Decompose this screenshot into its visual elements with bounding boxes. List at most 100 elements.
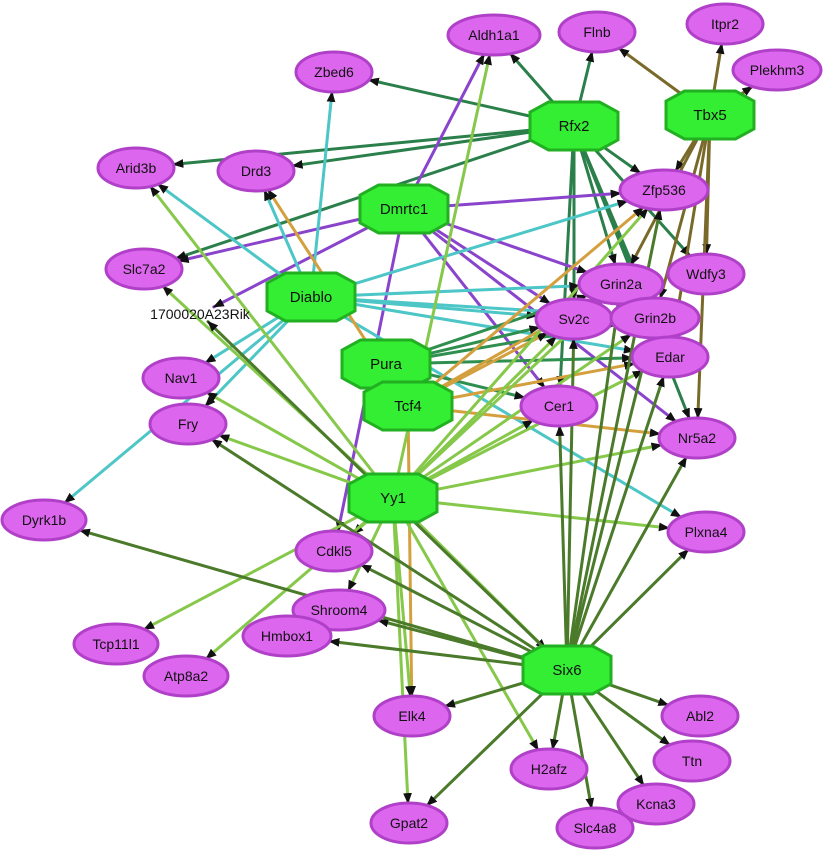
edge-six6-to-gpat2 — [425, 683, 554, 807]
edge-yy1-to-fry — [217, 433, 369, 491]
edge-yy1-to-sv2c — [406, 335, 558, 485]
edge-pura-to-sv2c — [412, 325, 541, 359]
target-node-fry[interactable]: Fry — [148, 402, 228, 446]
target-node-ttn[interactable]: Ttn — [652, 739, 732, 783]
target-node-label: Cdkl5 — [316, 543, 352, 559]
target-node-shape — [294, 529, 374, 573]
edge-dmrtc1-to-zfp536 — [433, 189, 623, 209]
edge-diablo-to-grin2a — [340, 281, 581, 298]
target-node-hmbox1[interactable]: Hmbox1 — [241, 614, 333, 658]
target-node-label: Ttn — [682, 753, 702, 769]
tf-node-label: Six6 — [552, 662, 581, 679]
target-node-shape — [657, 416, 737, 460]
target-node-arid3b[interactable]: Arid3b — [96, 146, 176, 190]
edge-tcf4-to-elk4 — [406, 421, 416, 698]
edge-rfx2-to-drd3 — [291, 128, 546, 169]
target-node-shape — [148, 402, 228, 446]
tf-node-shape — [521, 644, 613, 696]
tf-node-yy1[interactable]: Yy1 — [347, 472, 439, 524]
target-node-shape — [104, 247, 184, 291]
target-node-shape — [509, 747, 589, 791]
target-node-label: Cer1 — [544, 398, 575, 414]
edge-diablo-to-zbed6 — [311, 90, 336, 282]
tf-node-rfx2[interactable]: Rfx2 — [528, 100, 620, 152]
target-node-label: Hmbox1 — [261, 628, 313, 644]
target-node-label: Abl2 — [686, 708, 714, 724]
target-node-shape — [685, 2, 765, 46]
target-node-cer1[interactable]: Cer1 — [519, 384, 599, 428]
target-node-zfp536[interactable]: Zfp536 — [618, 168, 710, 212]
target-node-dyrk1b[interactable]: Dyrk1b — [0, 498, 88, 542]
tf-node-shape — [358, 183, 450, 235]
tf-node-label: Pura — [370, 356, 402, 373]
edge-yy1-to-cer1 — [413, 419, 535, 488]
target-node-label: Grin2b — [634, 310, 676, 326]
target-node-shape — [630, 335, 710, 379]
target-node-cdkl5[interactable]: Cdkl5 — [294, 529, 374, 573]
target-node-label: Tcp11l1 — [92, 636, 139, 652]
edge-rfx2-to-grin2a — [577, 141, 617, 266]
edge-tcf4-to-edar — [435, 361, 636, 403]
target-node-slc7a2[interactable]: Slc7a2 — [104, 247, 184, 291]
target-node-grin2a[interactable]: Grin2a — [577, 262, 665, 306]
target-node-label: Elk4 — [398, 708, 425, 724]
target-node-aldh1a1[interactable]: Aldh1a1 — [446, 13, 542, 57]
edge-six6-to-slc4a8 — [568, 685, 595, 810]
target-node-label: Flnb — [583, 24, 610, 40]
tf-node-dmrtc1[interactable]: Dmrtc1 — [358, 183, 450, 235]
target-node-kcna3[interactable]: Kcna3 — [616, 782, 696, 826]
target-node-grin2b[interactable]: Grin2b — [609, 296, 701, 340]
target-node-h2afz[interactable]: H2afz — [509, 747, 589, 791]
target-node-tcp11l1[interactable]: Tcp11l1 — [72, 622, 160, 666]
target-node-label: 1700020A23Rik — [150, 306, 251, 322]
target-node-gpat2[interactable]: Gpat2 — [369, 801, 449, 845]
target-node-atp8a2[interactable]: Atp8a2 — [142, 654, 230, 698]
tf-node-shape — [347, 472, 439, 524]
target-node-itpr2[interactable]: Itpr2 — [685, 2, 765, 46]
edge-diablo-to-nav1 — [204, 308, 293, 365]
edge-diablo-to-arid3b — [156, 182, 295, 285]
target-node-plekhm3[interactable]: Plekhm3 — [731, 48, 823, 92]
target-node-shape — [446, 13, 542, 57]
target-node-abl2[interactable]: Abl2 — [660, 694, 740, 738]
target-node-label: Shroom4 — [311, 602, 368, 618]
target-node-drd3[interactable]: Drd3 — [216, 149, 296, 193]
edge-six6-to-kcna3 — [576, 684, 645, 787]
target-node-shape — [241, 614, 333, 658]
target-node-shape — [372, 694, 452, 738]
tf-node-six6[interactable]: Six6 — [521, 644, 613, 696]
target-node-nr5a2[interactable]: Nr5a2 — [657, 416, 737, 460]
target-node-label: Kcna3 — [636, 796, 676, 812]
target-node-label: Zbed6 — [314, 64, 354, 80]
edge-dmrtc1-to-grin2a — [428, 216, 589, 274]
target-node-plxna4[interactable]: Plxna4 — [666, 510, 746, 554]
target-node-elk4[interactable]: Elk4 — [372, 694, 452, 738]
edge-dmrtc1-to-slc7a2 — [177, 214, 378, 264]
edge-yy1-to-nav1 — [205, 391, 374, 488]
target-node-nav1[interactable]: Nav1 — [141, 356, 221, 400]
target-node-label: Wdfy3 — [686, 266, 726, 282]
target-node-shape — [666, 510, 746, 554]
target-node-label: Atp8a2 — [164, 668, 209, 684]
target-node-label: Arid3b — [116, 160, 157, 176]
target-node-sv2c[interactable]: Sv2c — [534, 297, 614, 341]
edge-six6-to-h2afz — [550, 685, 566, 751]
edge-rfx2-to-flnb — [576, 50, 595, 111]
target-node-1700020a23rik[interactable]: 1700020A23Rik — [150, 306, 251, 322]
tf-node-diablo[interactable]: Diablo — [265, 271, 357, 323]
target-node-label: Plxna4 — [685, 524, 728, 540]
tf-node-tcf4[interactable]: Tcf4 — [362, 380, 454, 432]
tf-node-tbx5[interactable]: Tbx5 — [664, 89, 756, 141]
target-node-label: Slc4a8 — [574, 820, 617, 836]
target-node-flnb[interactable]: Flnb — [557, 10, 637, 54]
target-node-wdfy3[interactable]: Wdfy3 — [666, 252, 746, 296]
edge-yy1-to-zfp536 — [404, 207, 650, 485]
target-node-slc4a8[interactable]: Slc4a8 — [555, 806, 635, 850]
tf-node-shape — [528, 100, 620, 152]
tf-node-label: Tbx5 — [693, 107, 726, 124]
edge-tcf4-to-zfp536 — [423, 206, 645, 394]
target-node-zbed6[interactable]: Zbed6 — [294, 50, 374, 94]
target-node-edar[interactable]: Edar — [630, 335, 710, 379]
edge-tbx5-to-itpr2 — [711, 42, 725, 100]
